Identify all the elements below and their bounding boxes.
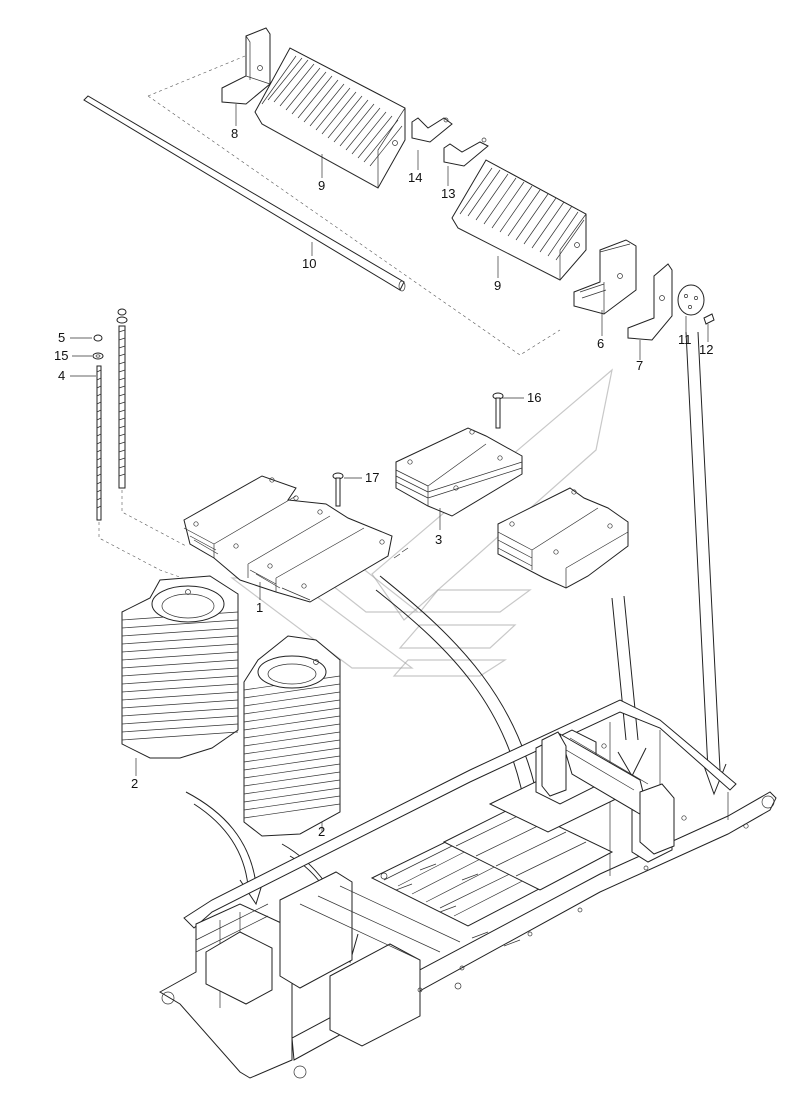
- tie-rod-long: [116, 308, 128, 489]
- plate-stack-9-upper: [254, 47, 406, 189]
- clip-14: [411, 117, 453, 143]
- callout-9-lower: 9: [494, 278, 501, 293]
- plate-stack-2-right: [243, 635, 341, 837]
- assembly-outline: [147, 55, 561, 356]
- callout-1: 1: [256, 600, 263, 615]
- callout-14: 14: [408, 170, 422, 185]
- callout-2-right: 2: [318, 824, 325, 839]
- bolt-16: [492, 392, 504, 429]
- nut-5: [93, 334, 103, 342]
- plate-stack-6: [573, 239, 637, 315]
- callout-15: 15: [54, 348, 68, 363]
- callout-6: 6: [597, 336, 604, 351]
- flat-plate-stack-right: [497, 487, 629, 589]
- plate-stack-9-lower: [451, 159, 587, 281]
- guide-line-rods: [98, 490, 189, 581]
- hint-dash: [393, 547, 409, 559]
- callout-10: 10: [302, 256, 316, 271]
- callout-4: 4: [58, 368, 65, 383]
- callout-2-left: 2: [131, 776, 138, 791]
- washer-15: [92, 352, 104, 360]
- callout-16: 16: [527, 390, 541, 405]
- tie-rod-4: [96, 365, 102, 521]
- bolt-12: [703, 313, 715, 325]
- rod-10: [83, 95, 406, 292]
- callout-5: 5: [58, 330, 65, 345]
- plate-stack-2-left: [121, 575, 239, 759]
- callout-9-upper: 9: [318, 178, 325, 193]
- flat-plate-stack-1: [183, 475, 393, 603]
- chassis-frame: [159, 699, 777, 1079]
- callout-13: 13: [441, 186, 455, 201]
- bracket-8: [221, 27, 271, 105]
- bolt-17: [332, 472, 344, 507]
- callout-12: 12: [699, 342, 713, 357]
- callout-11: 11: [678, 332, 692, 347]
- disc-11: [677, 284, 705, 316]
- bracket-7: [627, 263, 673, 341]
- clip-13: [443, 137, 489, 167]
- callout-7: 7: [636, 358, 643, 373]
- callout-17: 17: [365, 470, 379, 485]
- leader-lines: [70, 104, 709, 832]
- callout-8: 8: [231, 126, 238, 141]
- callout-3: 3: [435, 532, 442, 547]
- flat-plate-stack-3: [395, 427, 523, 517]
